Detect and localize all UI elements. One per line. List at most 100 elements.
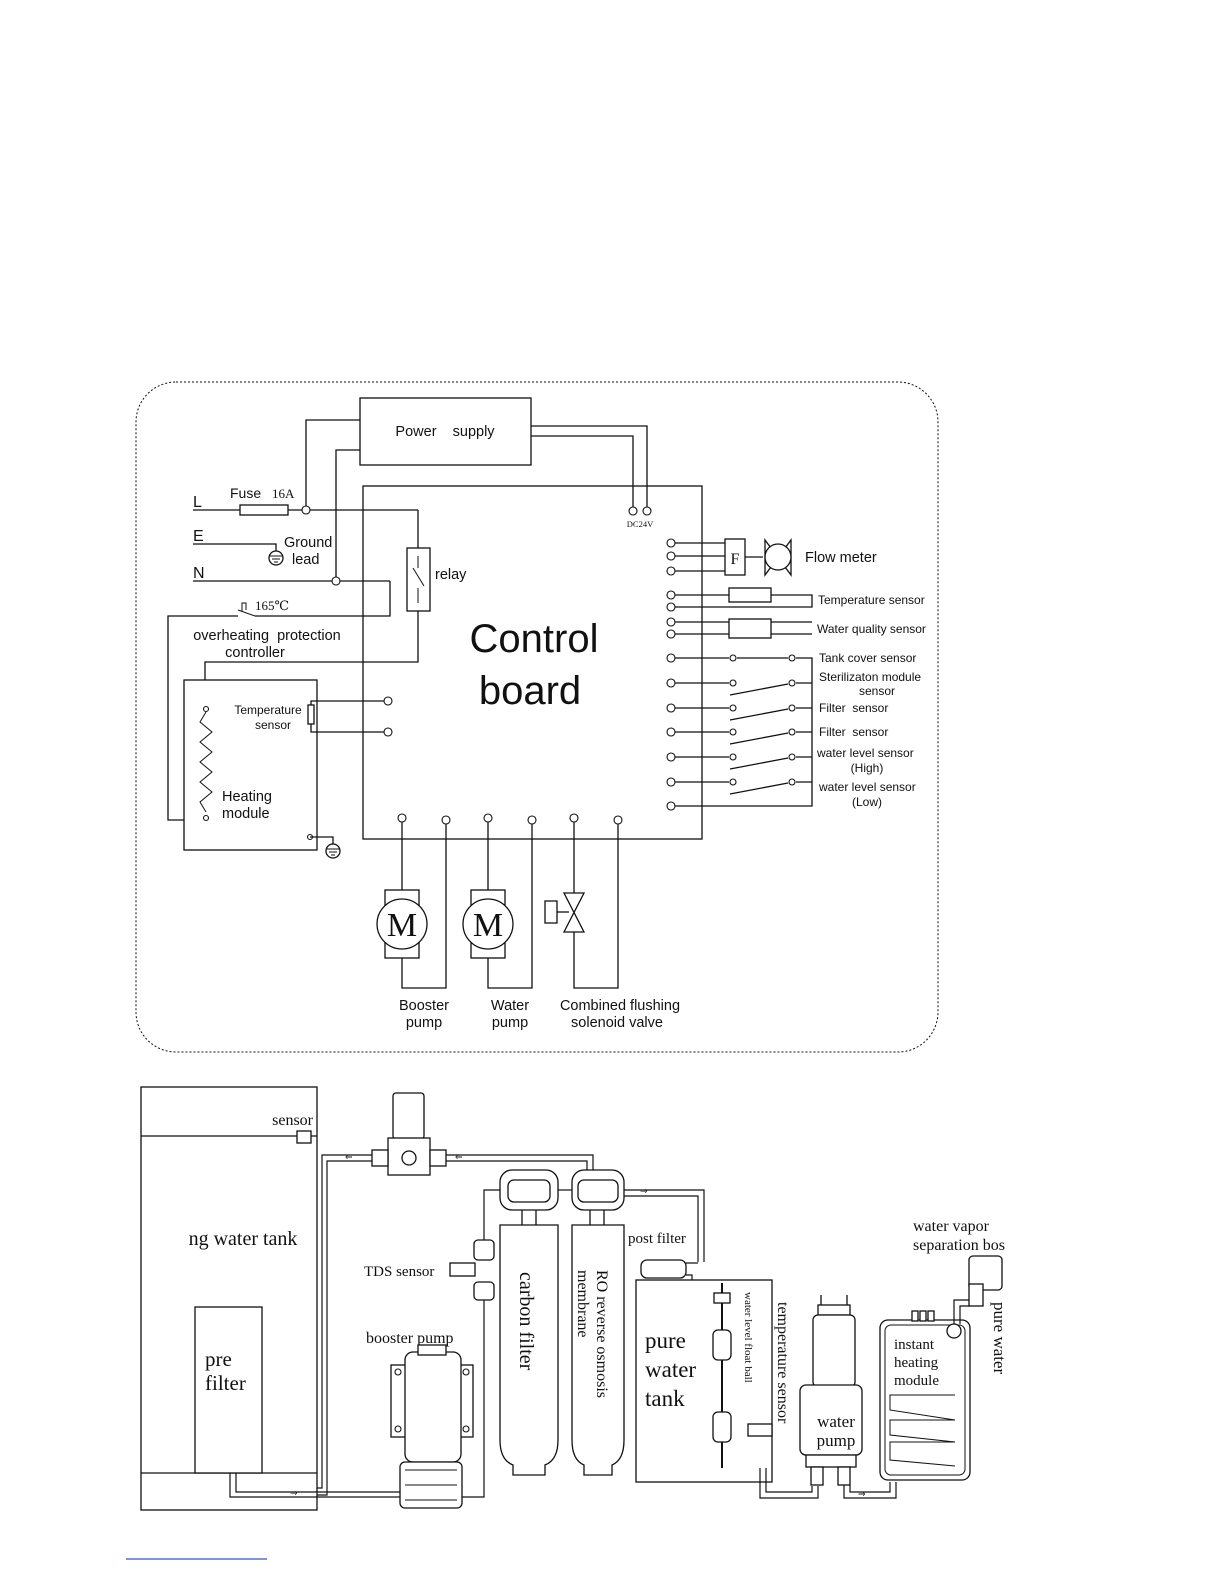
overheat-switch-symbol bbox=[237, 602, 256, 617]
control-board-box bbox=[362, 485, 703, 840]
filter-sensor-label-2: Filter sensor bbox=[819, 725, 888, 739]
ground-symbol-2 bbox=[325, 843, 341, 859]
heating-label-2: module bbox=[222, 806, 270, 822]
overheat-label-2: controller bbox=[225, 645, 285, 661]
vapor-separation-box bbox=[968, 1255, 1003, 1291]
water-pump-label-2: pump bbox=[817, 1431, 856, 1450]
heater-temp-sensor-label-1: Temperature bbox=[234, 703, 302, 717]
dc-label: DC24V bbox=[627, 519, 654, 529]
power-supply-box bbox=[359, 397, 532, 466]
svg-text:⇐: ⇐ bbox=[345, 1152, 353, 1162]
relay-label: relay bbox=[435, 567, 467, 583]
booster-motor-m: M bbox=[387, 907, 417, 944]
ground-lead-label-1: Ground bbox=[284, 535, 332, 551]
heater-temp-sensor-label-2: sensor bbox=[255, 718, 291, 732]
pre-filter-label-2: filter bbox=[205, 1371, 246, 1395]
wiring-frame bbox=[135, 381, 939, 1053]
vapor-box-label-1: water vapor bbox=[913, 1218, 990, 1235]
ro-membrane-label-1: RO reverse osmosis bbox=[593, 1270, 610, 1398]
tank-sensor-symbol bbox=[296, 1130, 312, 1144]
water-pump-motor bbox=[812, 1314, 856, 1388]
line-e-label: E bbox=[193, 528, 204, 545]
post-filter-label: post filter bbox=[628, 1231, 686, 1247]
svg-text:⇒: ⇒ bbox=[290, 1488, 298, 1498]
valve-label-2: solenoid valve bbox=[571, 1015, 663, 1031]
flush-valve-coil bbox=[392, 1092, 425, 1140]
svg-text:⇐: ⇐ bbox=[455, 1152, 463, 1162]
raw-tank-label: ng water tank bbox=[189, 1228, 298, 1250]
ground-symbol-1 bbox=[268, 550, 284, 566]
level-high-label-2: (High) bbox=[851, 761, 884, 775]
water-quality-sensor-symbol bbox=[728, 618, 772, 639]
tank-cover-sensor-label: Tank cover sensor bbox=[819, 651, 916, 665]
booster-pump-label-2: pump bbox=[406, 1015, 442, 1031]
solenoid-valve-symbol bbox=[562, 892, 586, 933]
l-to-power-wire bbox=[305, 419, 360, 506]
water-motor-symbol bbox=[462, 898, 514, 950]
heating-label-1: Heating bbox=[222, 789, 272, 805]
dc-pin-1 bbox=[628, 506, 638, 516]
dc-wire-2 bbox=[531, 435, 634, 510]
pre-filter bbox=[194, 1306, 263, 1474]
booster-motor-symbol bbox=[376, 898, 428, 950]
flow-meter-label: Flow meter bbox=[805, 550, 877, 566]
control-board-label-1: Control bbox=[470, 617, 599, 661]
instant-label-2: heating bbox=[894, 1355, 939, 1371]
pure-tank-label-2: water bbox=[645, 1357, 696, 1382]
water-pump-label-1: Water bbox=[491, 998, 529, 1014]
instant-label-1: instant bbox=[894, 1337, 935, 1353]
heater-temp-sensor-symbol bbox=[307, 704, 315, 725]
float-ball-upper bbox=[712, 1329, 732, 1361]
overheat-temp: 165℃ bbox=[255, 598, 289, 613]
level-low-label-1: water level sensor bbox=[818, 780, 916, 794]
power-supply-label: Power supply bbox=[395, 424, 495, 440]
pure-water-label: pure water bbox=[990, 1302, 1009, 1375]
svg-text:⇒: ⇒ bbox=[640, 1186, 648, 1196]
booster-pump-label-1: Booster bbox=[399, 998, 449, 1014]
tank-sensor-label: sensor bbox=[272, 1112, 314, 1129]
ground-lead-label-2: lead bbox=[292, 552, 319, 568]
tds-sensor-symbol bbox=[449, 1262, 476, 1277]
filter-sensor-label-1: Filter sensor bbox=[819, 701, 888, 715]
pure-tank-label-3: tank bbox=[645, 1386, 685, 1411]
pure-water-tank bbox=[635, 1279, 773, 1483]
dc-wire-1 bbox=[531, 425, 648, 510]
level-high-label-1: water level sensor bbox=[816, 746, 914, 760]
float-ball-label: water level float ball bbox=[742, 1292, 754, 1383]
overheat-label-1: overheating protection bbox=[193, 628, 341, 644]
valve-label-1: Combined flushing bbox=[560, 998, 680, 1014]
level-low-label-2: (Low) bbox=[852, 795, 882, 809]
ro-membrane bbox=[571, 1224, 625, 1476]
water-motor-m: M bbox=[473, 907, 503, 944]
line-l-label: L bbox=[193, 494, 202, 511]
heating-element-symbol bbox=[199, 711, 213, 813]
sterilization-sensor-label-1: Sterilizaton module bbox=[819, 670, 921, 684]
sterilization-sensor-label-2: sensor bbox=[859, 684, 895, 698]
water-pump-label-1: water bbox=[817, 1412, 855, 1431]
fuse-rating: 16A bbox=[272, 486, 295, 501]
float-ball-lower bbox=[712, 1411, 732, 1443]
fuse-label: Fuse bbox=[230, 485, 261, 501]
booster-pump-label: booster pump bbox=[366, 1330, 454, 1347]
svg-text:⇒: ⇒ bbox=[858, 1489, 866, 1499]
water-pump-label-2: pump bbox=[492, 1015, 528, 1031]
plumbing-diagram: sensor ng water tank pre filter ⇐ ⇐ TDS … bbox=[140, 1086, 1009, 1511]
tank-temp-sensor-label: temperature sensor bbox=[774, 1302, 791, 1424]
tank-temp-sensor-symbol bbox=[747, 1423, 773, 1437]
vapor-box-label-2: separation bos bbox=[913, 1237, 1005, 1254]
pre-filter-label-1: pre bbox=[205, 1347, 232, 1371]
ro-membrane-label-2: membrane bbox=[574, 1270, 591, 1338]
flow-meter-f: F bbox=[731, 551, 740, 568]
fuse-symbol bbox=[239, 504, 289, 516]
carbon-filter-label: carbon filter bbox=[515, 1272, 537, 1371]
booster-pump-motor bbox=[404, 1351, 462, 1463]
heating-module-box bbox=[183, 679, 318, 851]
wiring-diagram: Power supply Control board DC24V L Fuse … bbox=[135, 381, 939, 1053]
n-to-power-wire bbox=[335, 449, 360, 577]
pure-tank-label-1: pure bbox=[645, 1328, 686, 1353]
tank-return-pipe bbox=[317, 1154, 384, 1496]
water-quality-sensor-label: Water quality sensor bbox=[817, 622, 926, 636]
post-filter bbox=[640, 1259, 687, 1279]
instant-label-3: module bbox=[894, 1373, 939, 1389]
right-temp-sensor-symbol bbox=[728, 587, 772, 603]
